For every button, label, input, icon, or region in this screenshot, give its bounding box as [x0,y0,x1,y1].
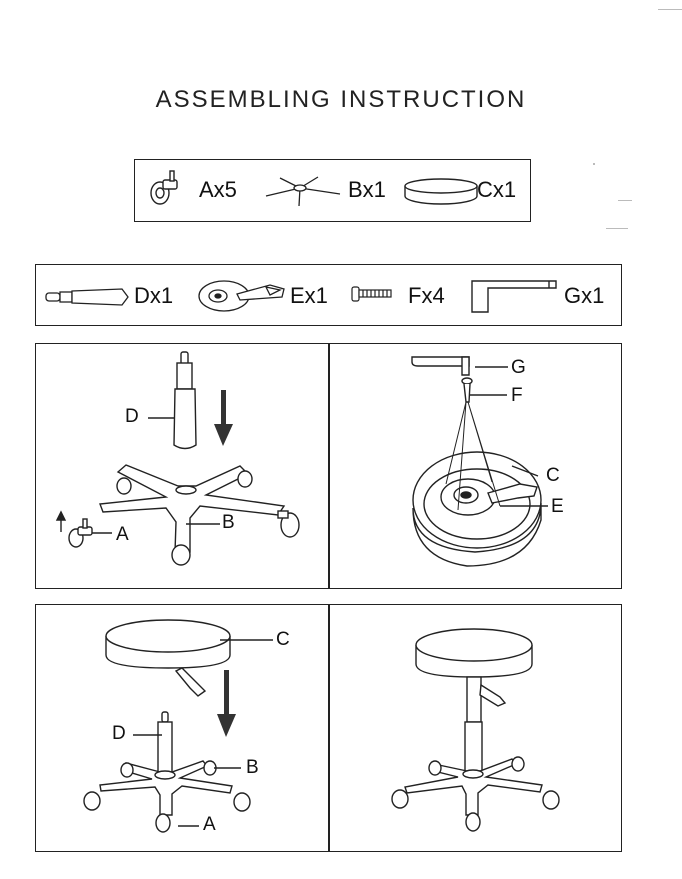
step-2-drawing [411,356,548,567]
part-a-label: Ax5 [199,177,237,202]
down-arrow-icon [217,670,236,737]
step-3-label-c: C [276,629,290,650]
seat-plate-icon [198,280,285,312]
step-3-panel [35,604,330,852]
scan-speck [593,163,595,165]
step-1-label-a: A [116,524,129,545]
screw-icon [351,286,392,302]
step-2-label-g: G [511,357,526,378]
step-2-panel [328,343,622,589]
down-arrow-icon [214,390,233,446]
scan-speck [618,200,632,201]
step-3-label-a: A [203,814,216,835]
step-1-label-d: D [125,406,139,427]
part-b-label: Bx1 [348,177,386,202]
scan-speck [606,228,628,229]
caster-wheel-icon [150,170,178,205]
part-e-label: Ex1 [290,283,328,308]
step-2-label-c: C [546,465,560,486]
step-3-label-b: B [246,757,259,778]
step-3-drawing [83,619,273,833]
part-g-label: Gx1 [564,283,605,308]
part-c-label: Cx1 [477,177,517,202]
scan-speck [658,9,682,10]
part-d-label: Dx1 [134,283,174,308]
step-1-drawing [68,351,300,566]
seat-cushion-icon [404,178,478,205]
page-title: ASSEMBLING INSTRUCTION [155,86,527,113]
step-1-panel [35,343,330,589]
part-f-label: Fx4 [408,283,445,308]
parts-list-row-1 [134,159,531,222]
parts-list-row-2 [35,264,622,326]
up-arrow-icon [55,510,67,532]
step-1-label-b: B [222,512,235,533]
step-2-label-f: F [511,385,523,406]
step-3-label-d: D [112,723,126,744]
step-4-drawing [391,628,560,832]
allen-wrench-icon [471,280,557,313]
step-4-panel [328,604,622,852]
gas-cylinder-icon [45,288,129,306]
star-base-icon [265,176,341,207]
step-2-label-e: E [551,496,564,517]
